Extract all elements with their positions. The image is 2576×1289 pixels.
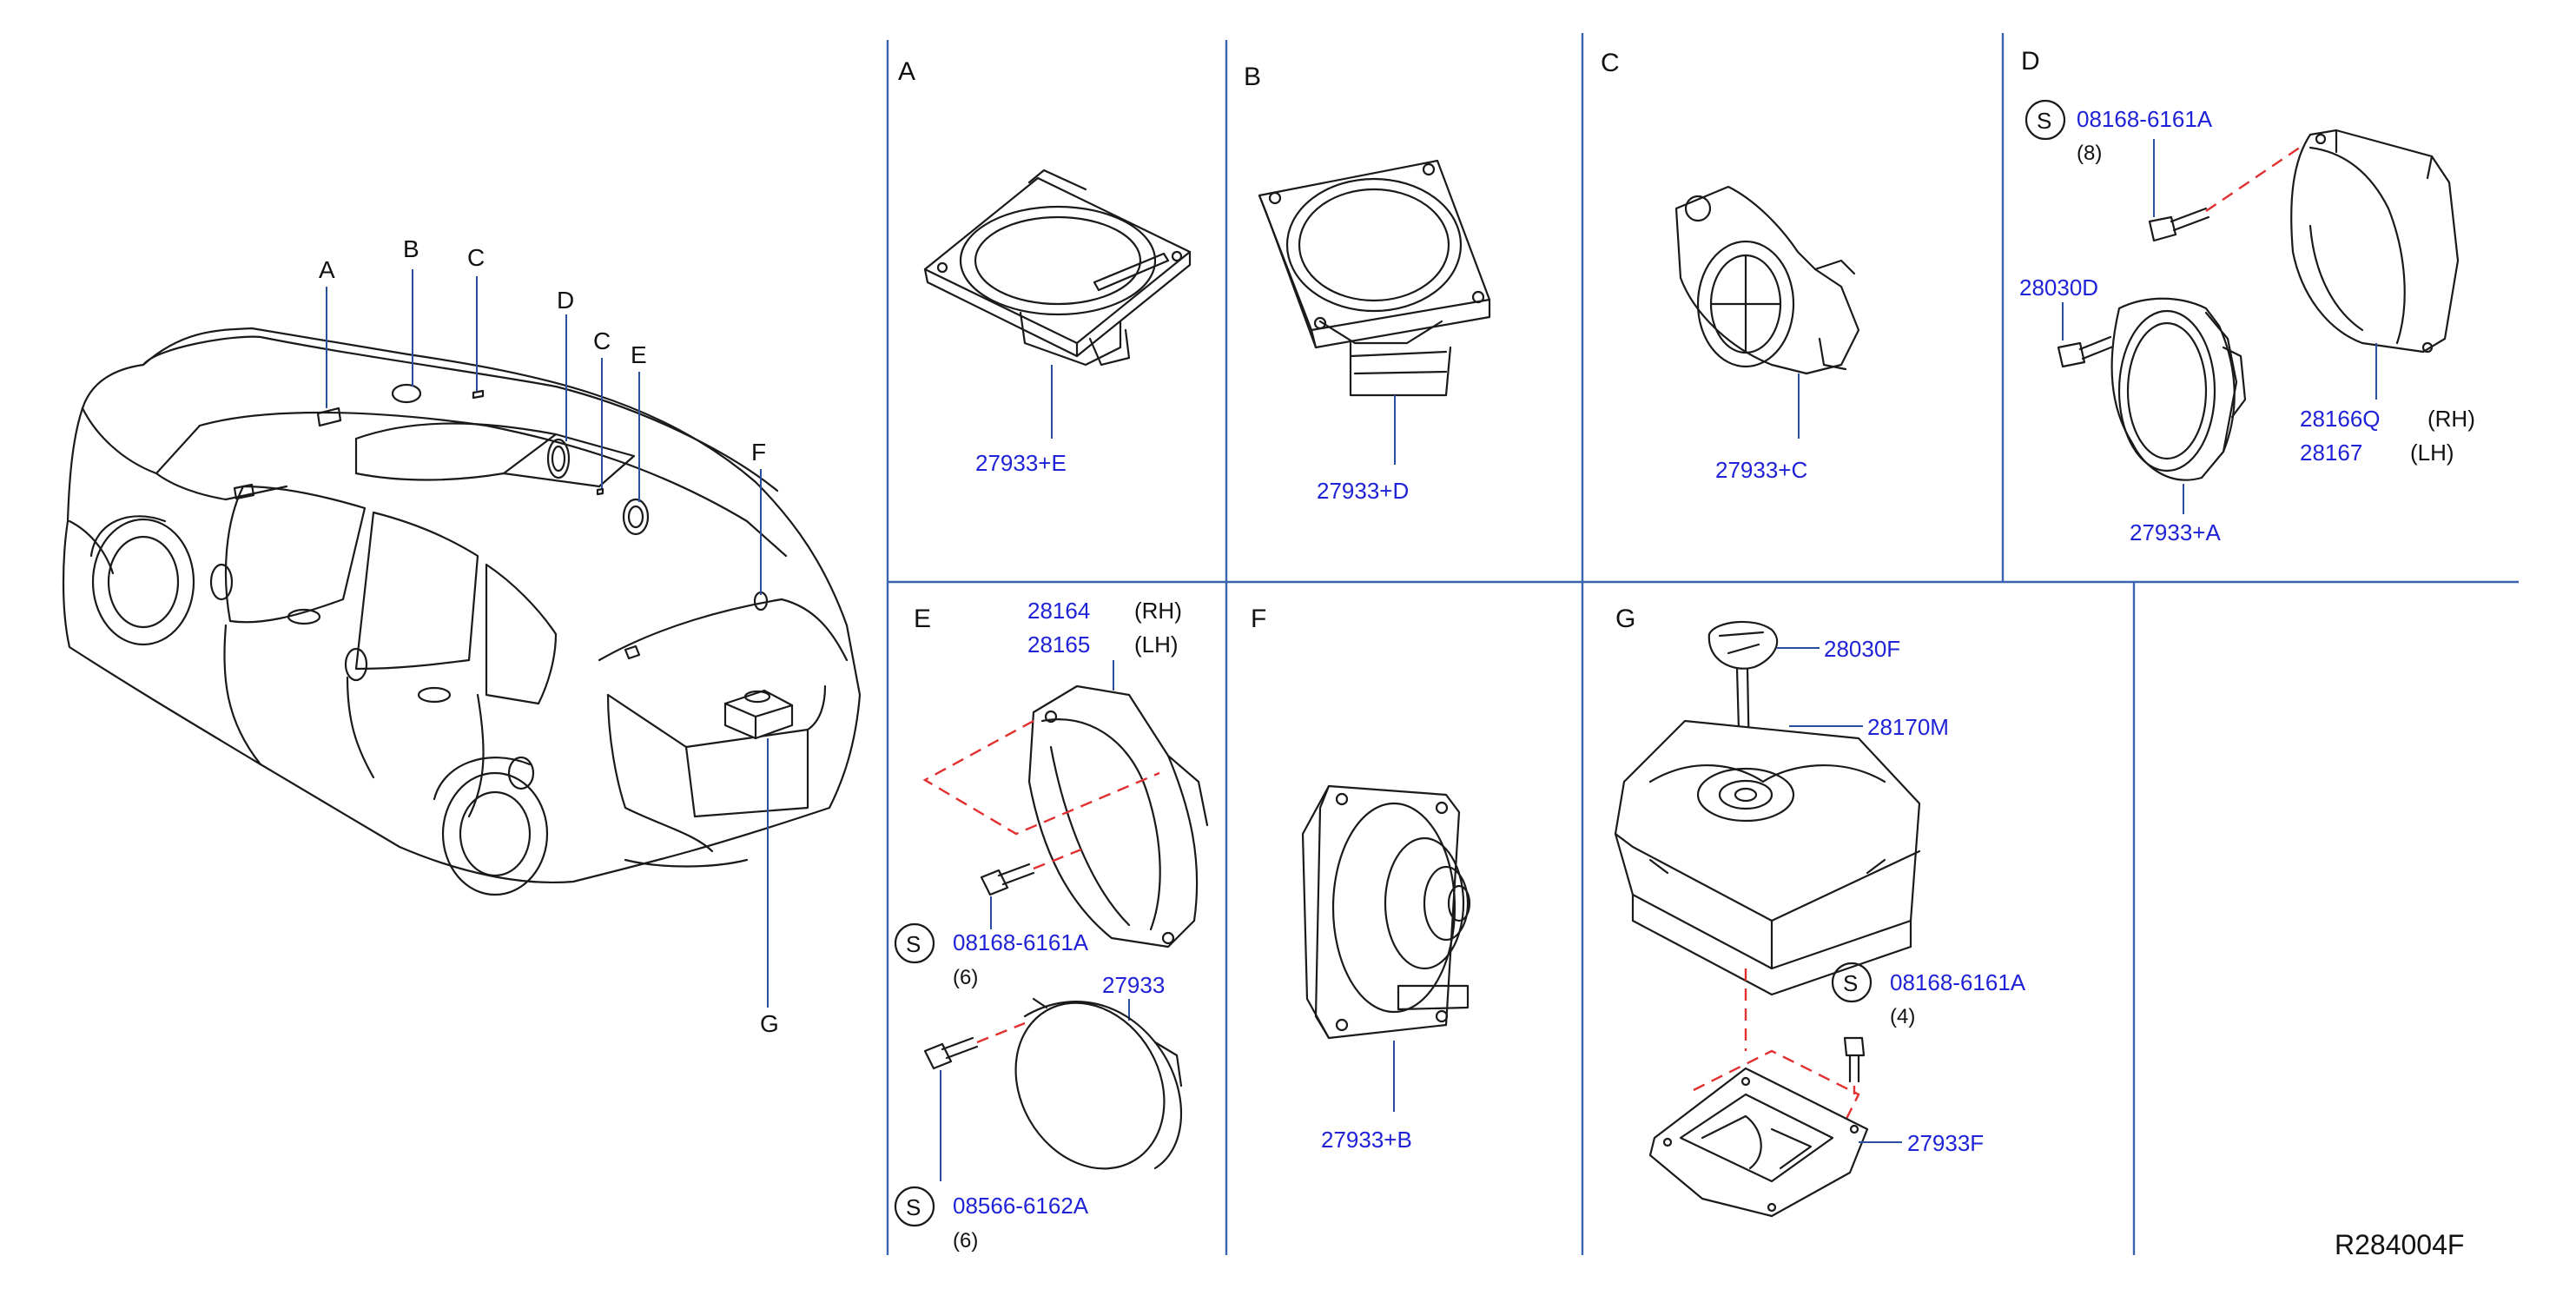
qty-e-screw: (6)	[953, 966, 978, 989]
side-d-rh: (RH)	[2427, 406, 2475, 432]
speaker-f-icon	[1301, 784, 1471, 1040]
panel-letter-c: C	[1601, 49, 1620, 77]
panel-c: C 27933+C	[1601, 49, 1860, 483]
part-number-g-subwoofer: 28170M	[1867, 714, 1949, 740]
mount-plate-g-icon	[1648, 1067, 1869, 1218]
screw-d2-icon	[2057, 335, 2115, 368]
symbol-s-icon	[1831, 962, 1873, 1003]
panel-letter-d: D	[2021, 47, 2040, 76]
qty-d-screw: (8)	[2077, 142, 2102, 165]
panel-letter-e: E	[914, 605, 931, 633]
speaker-e-icon	[1014, 997, 1183, 1170]
qty-e-screw2: (6)	[953, 1229, 978, 1253]
symbol-s-icon	[894, 922, 935, 964]
screw-e-icon	[980, 863, 1035, 896]
part-number-d-bracket-rh: 28166Q	[2300, 406, 2381, 432]
part-number-e-screw2: 08566-6162A	[953, 1193, 1089, 1219]
part-number-d-bracket-lh: 28167	[2300, 440, 2362, 466]
part-number-g-screw: 08168-6161A	[1890, 969, 2026, 995]
panel-e: E 28164 (RH) 28165 (LH) S 08168-6161A (6…	[894, 598, 1209, 1253]
part-number-a: 27933+E	[975, 450, 1067, 476]
speaker-a-icon	[923, 169, 1192, 367]
symbol-s-g: S	[1843, 970, 1858, 996]
screw-d-icon	[2148, 207, 2210, 242]
side-e-lh: (LH)	[1134, 631, 1179, 658]
panel-b: B 27933+D	[1244, 63, 1491, 504]
part-number-e-lh: 28165	[1027, 631, 1090, 658]
panel-grid	[886, 33, 2519, 1255]
speaker-c-icon	[1674, 185, 1860, 375]
screw-e2-icon	[923, 1036, 979, 1070]
symbol-s-icon	[894, 1186, 935, 1227]
bracket-e-icon	[1027, 684, 1209, 949]
symbol-s-icon	[2024, 99, 2066, 141]
callout-e: E	[631, 341, 647, 368]
bracket-d-icon	[2290, 129, 2460, 354]
speaker-d-icon	[2110, 297, 2247, 481]
part-number-e-rh: 28164	[1027, 598, 1090, 624]
panel-letter-g: G	[1615, 605, 1635, 633]
symbol-s: S	[2037, 108, 2051, 134]
screw-g-icon	[1843, 1036, 1866, 1083]
part-number-g-knob: 28030F	[1824, 636, 1900, 662]
callout-g: G	[760, 1010, 779, 1037]
part-number-d-speaker: 27933+A	[2130, 519, 2221, 545]
part-number-e-speaker: 27933	[1102, 972, 1165, 998]
panel-letter-b: B	[1244, 63, 1261, 91]
part-number-c: 27933+C	[1715, 457, 1807, 483]
panel-f: F 27933+B	[1251, 605, 1471, 1153]
panel-g: G 28030F 28170M S 08168-6161A (4)	[1614, 605, 2026, 1218]
part-number-g-plate: 27933F	[1907, 1130, 1984, 1156]
side-d-lh: (LH)	[2410, 440, 2454, 466]
part-number-f: 27933+B	[1321, 1127, 1412, 1153]
part-number-e-screw: 08168-6161A	[953, 929, 1089, 955]
side-e-rh: (RH)	[1134, 598, 1182, 624]
vehicle-overview	[62, 327, 862, 896]
callout-b: B	[403, 235, 419, 262]
panel-letter-a: A	[898, 57, 915, 86]
panel-letter-f: F	[1251, 605, 1266, 633]
callout-f: F	[751, 439, 766, 466]
panel-d: D S 08168-6161A (8) 28030D 27933+A	[2019, 47, 2475, 545]
symbol-s-e2: S	[906, 1194, 921, 1220]
speaker-b-icon	[1258, 159, 1491, 397]
subwoofer-g-icon	[1614, 719, 1921, 996]
vehicle-callouts: A B C D C E F G	[319, 235, 779, 1037]
symbol-s-e1: S	[906, 931, 921, 957]
panel-a: A 27933+E	[898, 57, 1192, 476]
callout-c: C	[467, 244, 485, 271]
callout-c-second: C	[593, 327, 611, 354]
diagram-id: R284004F	[2335, 1229, 2464, 1260]
part-number-b: 27933+D	[1317, 478, 1409, 504]
part-number-d-screw: 08168-6161A	[2077, 106, 2213, 132]
qty-g-screw: (4)	[1890, 1005, 1915, 1028]
callout-a: A	[319, 256, 335, 283]
vehicle-leaders	[326, 269, 769, 1008]
callout-d: D	[557, 287, 574, 314]
part-number-d-screw2: 28030D	[2019, 274, 2098, 301]
